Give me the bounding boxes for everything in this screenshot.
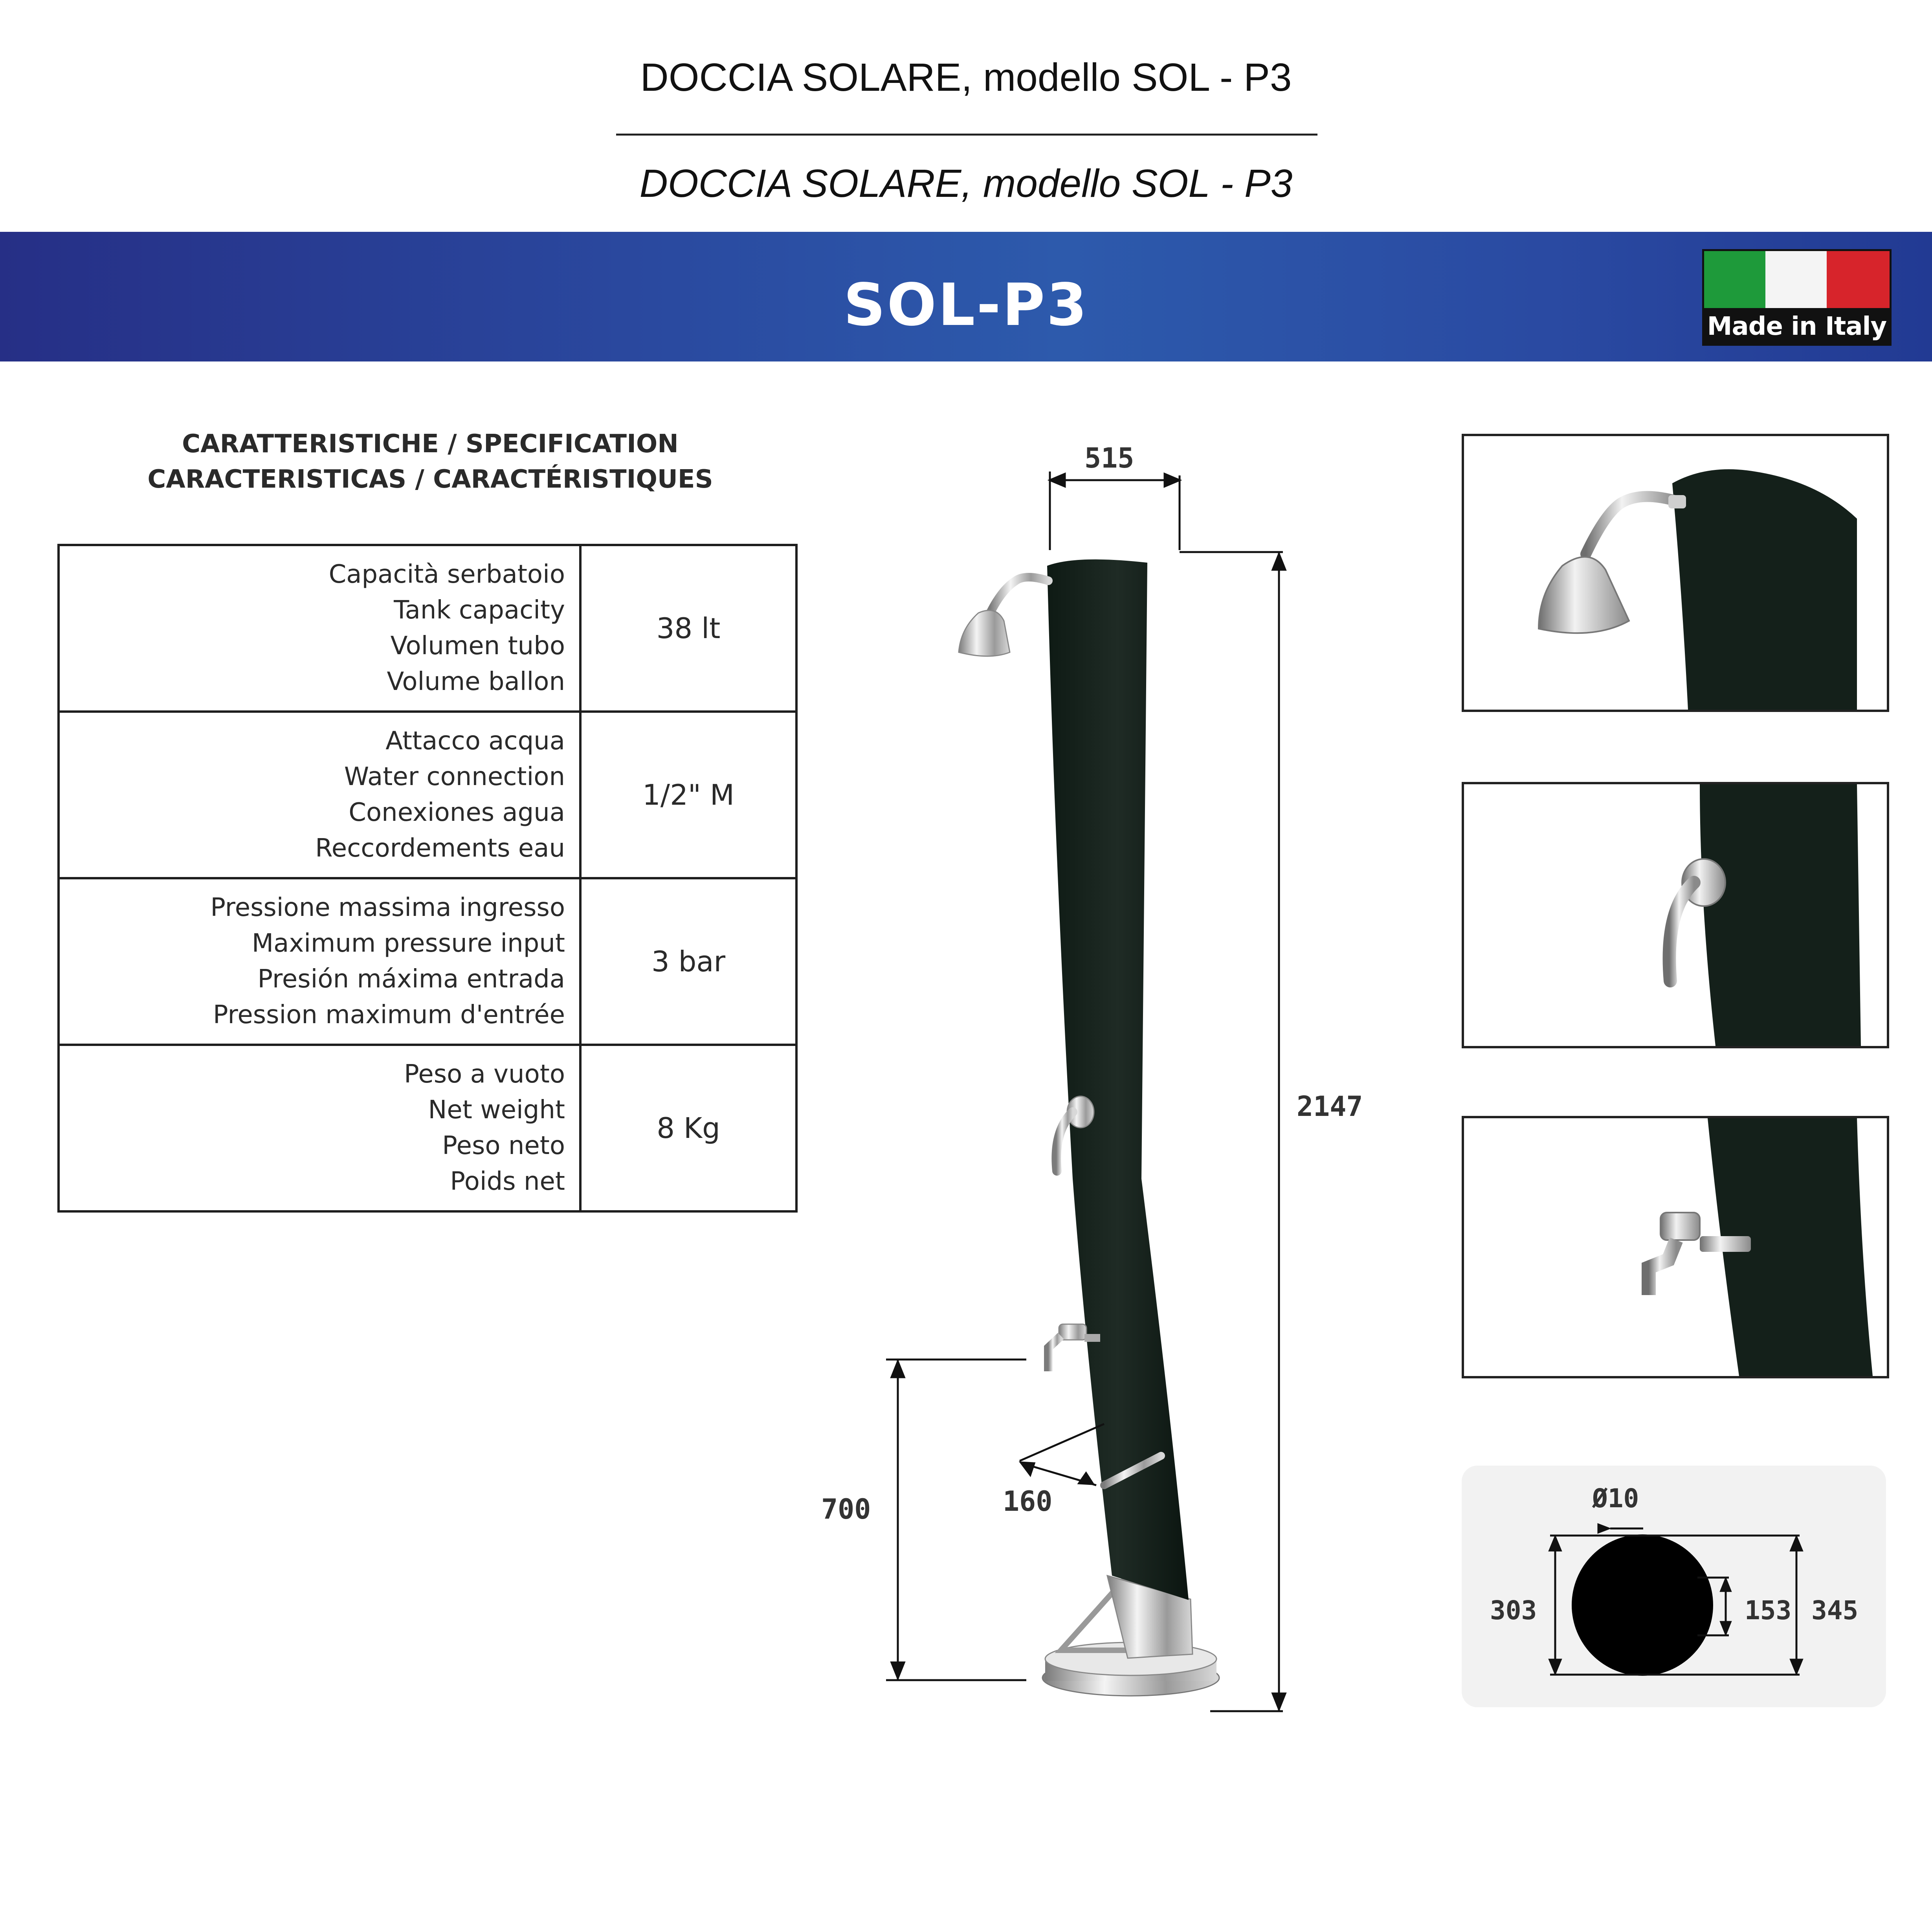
spec-label: Volume ballon: [387, 667, 565, 696]
spec-label: Peso a vuoto: [404, 1060, 565, 1089]
shower-head-closeup: [1538, 469, 1857, 710]
foot-tap: [1044, 1323, 1100, 1371]
spec-label-cell: Capacità serbatoio Tank capacity Volumen…: [57, 544, 582, 713]
spec-label: Peso neto: [442, 1131, 565, 1160]
plan-view-drawing: [1548, 1523, 1804, 1676]
specifications-table: Capacità serbatoio Tank capacity Volumen…: [57, 544, 798, 1213]
spec-label-cell: Peso a vuoto Net weight Peso neto Poids …: [57, 1044, 582, 1213]
dimension-total-height: 2147: [1297, 1090, 1363, 1123]
spec-label: Pressione massima ingresso: [210, 893, 565, 922]
tap-closeup: [1642, 1118, 1873, 1376]
badge-label: Made in Italy: [1707, 312, 1887, 341]
dimension-tap-height: 700: [821, 1493, 871, 1525]
flag-white-stripe: [1765, 251, 1827, 308]
spec-row-pressure: Pressione massima ingresso Maximum press…: [57, 877, 798, 1046]
specifications-heading: CARATTERISTICHE / SPECIFICATION CARACTER…: [59, 426, 802, 497]
document-title: DOCCIA SOLARE, modello SOL - P3: [640, 55, 1292, 99]
dimension-width: 515: [1084, 442, 1134, 474]
dimension-lines: [886, 472, 1287, 1712]
shower-base: [1042, 1569, 1220, 1697]
spec-label: Net weight: [428, 1095, 565, 1125]
spec-label-cell: Pressione massima ingresso Maximum press…: [57, 877, 582, 1046]
spec-label: Conexiones agua: [349, 798, 565, 827]
shower-mixer: [1051, 1095, 1095, 1176]
spec-label: Tank capacity: [394, 596, 565, 625]
spec-label: Attacco acqua: [385, 727, 565, 756]
document-subtitle: DOCCIA SOLARE, modello SOL - P3: [639, 161, 1293, 205]
spec-label: Poids net: [450, 1167, 565, 1196]
spec-label: Reccordements eau: [315, 834, 565, 863]
spec-row-tank: Capacità serbatoio Tank capacity Volumen…: [57, 544, 798, 713]
spec-label: Pression maximum d'entrée: [213, 1000, 565, 1029]
spec-label: Water connection: [344, 762, 565, 791]
dimension-footrest: 160: [1003, 1485, 1053, 1517]
specifications-heading-line-2: CARACTERISTICAS / CARACTÉRISTIQUES: [147, 465, 713, 494]
banner-title: SOL-P3: [843, 271, 1089, 339]
product-banner: [0, 232, 1932, 361]
foot-rest: [1100, 1452, 1165, 1489]
spec-value: 1/2" M: [579, 710, 798, 879]
shower-head: [958, 573, 1053, 657]
plan-dimension-left: 303: [1490, 1595, 1537, 1626]
shower-drawing: [886, 472, 1287, 1712]
spec-label: Maximum pressure input: [251, 929, 565, 958]
mixer-closeup: [1662, 784, 1861, 1046]
plan-dimension-outer: 345: [1811, 1595, 1859, 1626]
detail-photo-tap: [1462, 1116, 1889, 1378]
flag-green-stripe: [1704, 251, 1765, 308]
spec-label: Capacità serbatoio: [328, 560, 565, 589]
detail-photo-mixer: [1462, 782, 1889, 1048]
flag-red-stripe: [1827, 251, 1890, 308]
spec-row-connection: Attacco acqua Water connection Conexione…: [57, 710, 798, 879]
spec-label: Presión máxima entrada: [257, 965, 565, 994]
specifications-heading-line-1: CARATTERISTICHE / SPECIFICATION: [182, 429, 679, 459]
spec-value: 38 lt: [579, 544, 798, 713]
plan-hole-diameter: Ø10: [1592, 1483, 1639, 1514]
spec-label-cell: Attacco acqua Water connection Conexione…: [57, 710, 582, 879]
spec-row-weight: Peso a vuoto Net weight Peso neto Poids …: [57, 1044, 798, 1213]
spec-value: 3 bar: [579, 877, 798, 1046]
title-divider: [616, 134, 1317, 136]
spec-label: Volumen tubo: [390, 631, 565, 661]
made-in-italy-badge: Made in Italy: [1702, 249, 1892, 346]
plan-dimension-inner: 153: [1745, 1595, 1792, 1626]
detail-photo-shower-head: [1462, 434, 1889, 712]
spec-value: 8 Kg: [579, 1044, 798, 1213]
shower-column: [1047, 559, 1189, 1600]
